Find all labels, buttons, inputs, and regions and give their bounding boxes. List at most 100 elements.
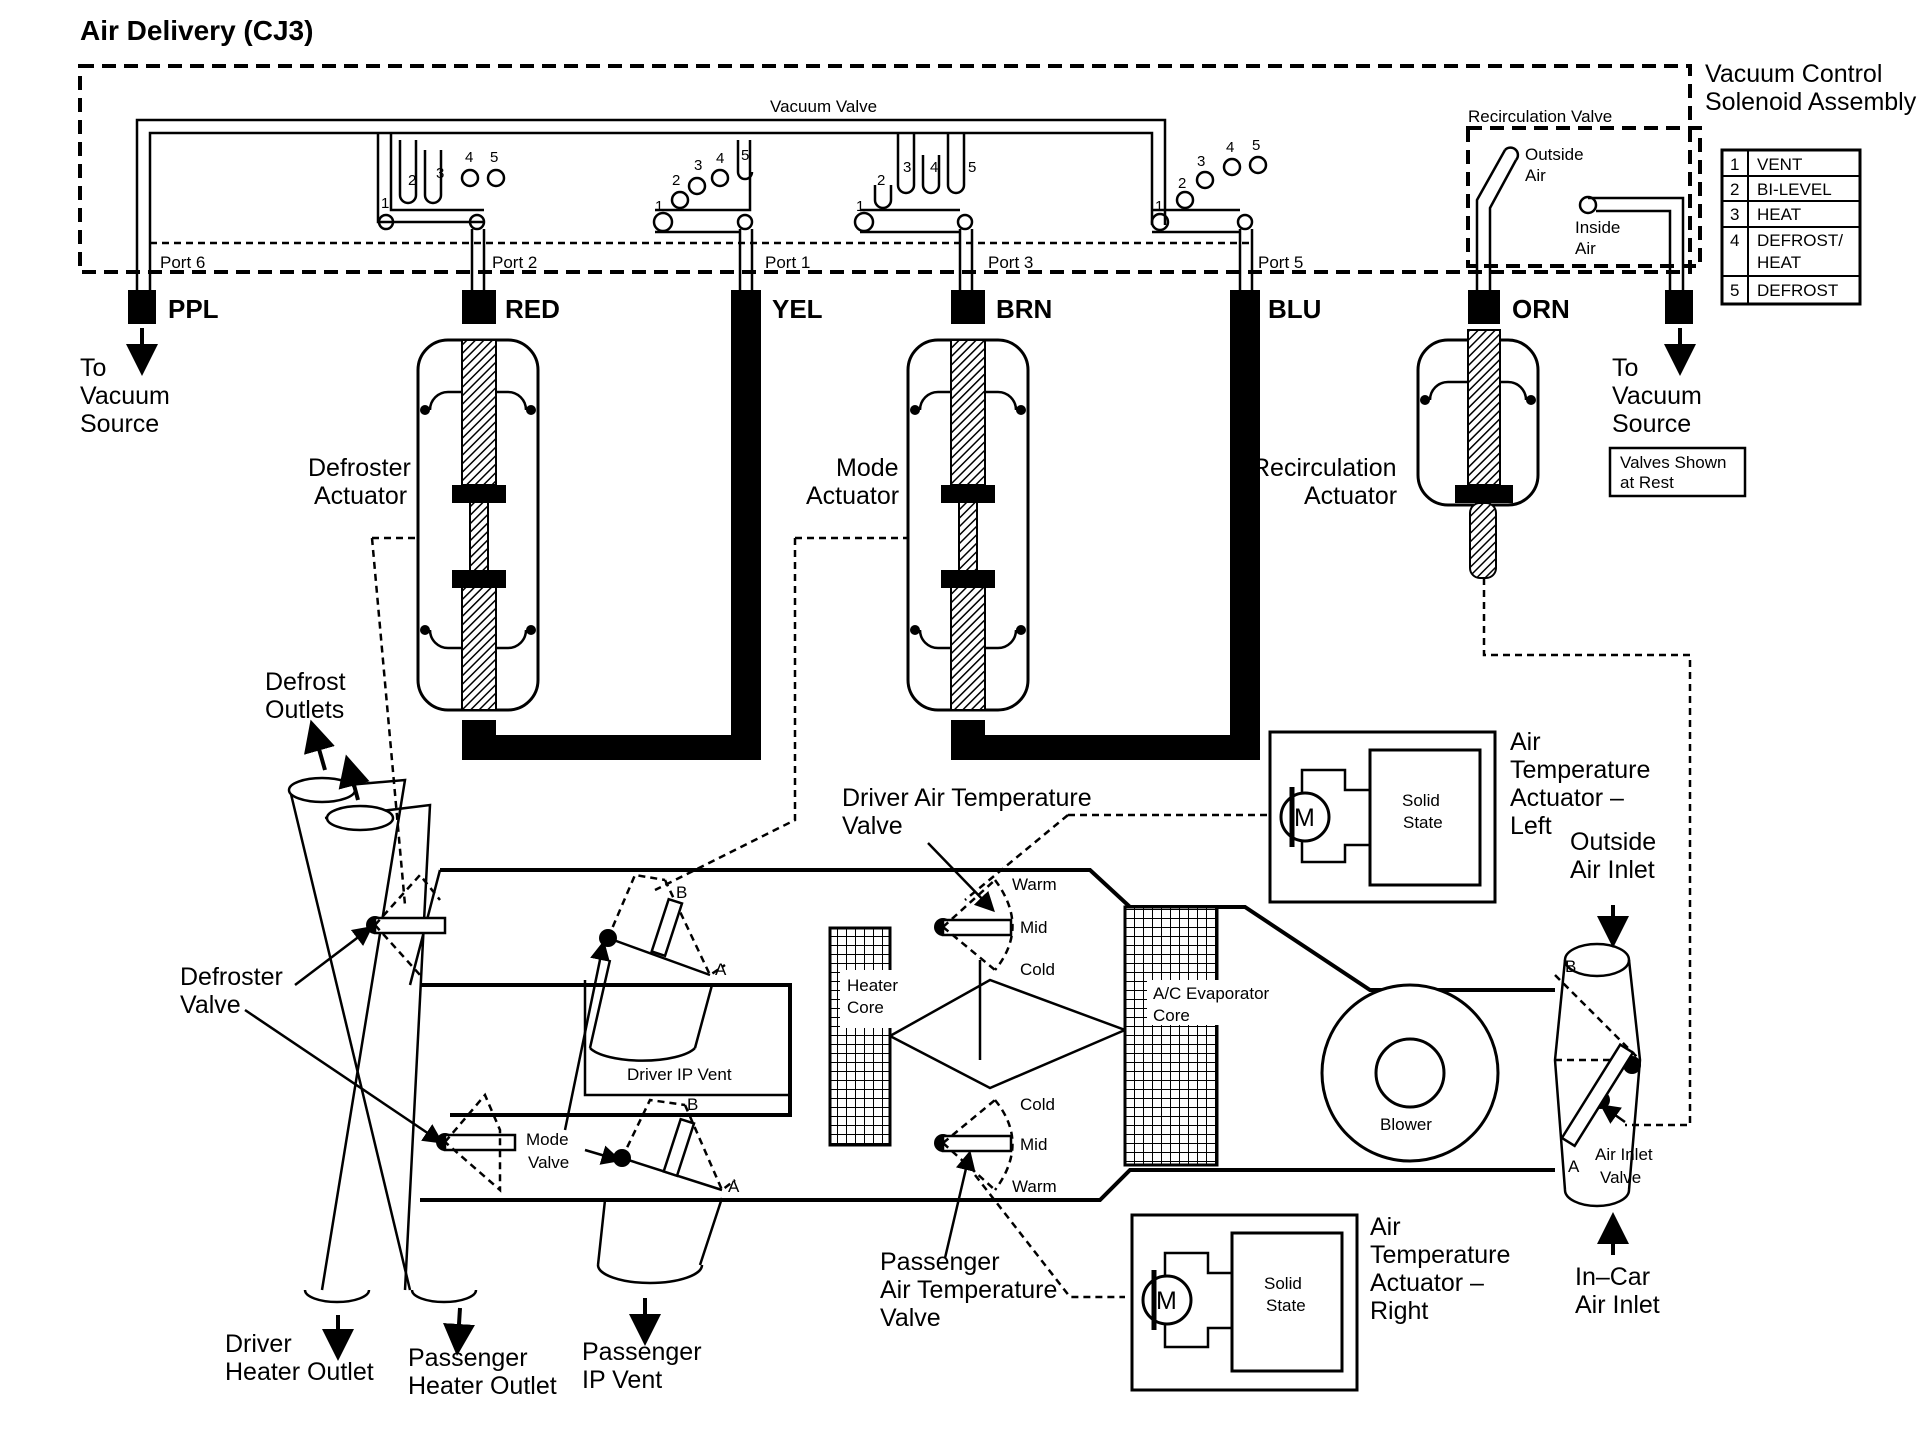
svg-text:Driver IP Vent: Driver IP Vent — [627, 1065, 732, 1084]
svg-text:Valves Shown: Valves Shown — [1620, 453, 1726, 472]
valve-group-red — [376, 132, 506, 290]
assembly-label-2: Solenoid Assembly — [1705, 88, 1917, 116]
svg-text:4: 4 — [1730, 231, 1739, 250]
svg-text:2: 2 — [672, 172, 680, 189]
valves-note: Valves Shown at Rest — [1608, 446, 1747, 498]
svg-text:Warm: Warm — [1012, 875, 1057, 894]
svg-text:4: 4 — [930, 159, 938, 176]
svg-text:A/C Evaporator: A/C Evaporator — [1153, 984, 1270, 1003]
valve-legend: 1 VENT 2 BI-LEVEL 3 HEAT 4 DEFROST/ HEAT… — [1720, 148, 1862, 306]
left-temp-linkage — [964, 813, 1272, 901]
svg-text:Defrost: Defrost — [265, 668, 346, 696]
port-label-6: Port 6 — [160, 253, 205, 272]
svg-text:Air: Air — [1525, 166, 1546, 185]
defroster-linkage — [370, 536, 418, 906]
svg-text:To: To — [1612, 354, 1638, 382]
svg-text:Cold: Cold — [1020, 1095, 1055, 1114]
blower: Blower — [1320, 983, 1500, 1163]
svg-text:3: 3 — [694, 157, 702, 174]
svg-text:4: 4 — [465, 149, 473, 166]
svg-text:Blower: Blower — [1380, 1115, 1432, 1134]
svg-text:Air Inlet: Air Inlet — [1595, 1145, 1653, 1164]
svg-text:Valve: Valve — [842, 812, 903, 840]
svg-text:2: 2 — [877, 172, 885, 189]
svg-text:1: 1 — [655, 198, 663, 215]
svg-text:Right: Right — [1370, 1297, 1428, 1325]
recirc-valve-label: Recirculation Valve — [1468, 107, 1612, 126]
svg-text:1: 1 — [1155, 198, 1163, 215]
svg-text:Actuator –: Actuator – — [1510, 784, 1624, 812]
recirc-linkage — [1482, 578, 1692, 1127]
svg-text:VENT: VENT — [1757, 155, 1802, 174]
svg-text:DEFROST/: DEFROST/ — [1757, 231, 1843, 250]
svg-text:HEAT: HEAT — [1757, 205, 1801, 224]
svg-text:IP Vent: IP Vent — [582, 1366, 662, 1394]
svg-text:Source: Source — [1612, 410, 1691, 438]
defrost-ducts: Defrost Outlets — [265, 668, 478, 1304]
svg-text:1: 1 — [381, 195, 389, 212]
svg-text:Source: Source — [80, 410, 159, 438]
svg-text:Left: Left — [1510, 812, 1552, 840]
svg-text:Heater: Heater — [847, 976, 898, 995]
svg-text:B: B — [687, 1095, 698, 1114]
svg-text:Air: Air — [1510, 728, 1541, 756]
svg-text:at Rest: at Rest — [1620, 473, 1674, 492]
mode-actuator: Mode Actuator — [806, 338, 1030, 760]
svg-text:5: 5 — [1730, 281, 1739, 300]
svg-text:Heater Outlet: Heater Outlet — [408, 1372, 557, 1400]
passenger-air-temp-valve: Cold Mid Warm Passenger Air Temperature … — [880, 1095, 1057, 1332]
svg-text:Valve: Valve — [880, 1304, 941, 1332]
svg-text:Cold: Cold — [1020, 960, 1055, 979]
svg-text:A: A — [715, 960, 727, 979]
vacuum-source-right: To Vacuum Source — [1612, 328, 1702, 438]
svg-text:Inside: Inside — [1575, 218, 1620, 237]
mode-linkage — [654, 536, 908, 892]
motor-right: M — [1156, 1287, 1177, 1315]
svg-text:DEFROST: DEFROST — [1757, 281, 1838, 300]
svg-text:Passenger: Passenger — [408, 1344, 528, 1372]
wire-brn: BRN — [996, 294, 1052, 324]
svg-text:5: 5 — [968, 159, 976, 176]
svg-text:State: State — [1266, 1296, 1306, 1315]
svg-text:Driver: Driver — [225, 1330, 292, 1358]
svg-text:State: State — [1403, 813, 1443, 832]
solenoid-assembly: Vacuum Control Solenoid Assembly Vacuum … — [78, 60, 1917, 290]
svg-text:Warm: Warm — [1012, 1177, 1057, 1196]
driver-air-temp-valve: Warm Mid Cold Driver Air Temperature Val… — [842, 784, 1092, 979]
outlet-labels: Driver Heater Outlet Passenger Heater Ou… — [225, 1298, 702, 1400]
svg-text:Passenger: Passenger — [880, 1248, 1000, 1276]
svg-text:Air: Air — [1575, 239, 1596, 258]
valve-group-brn — [853, 132, 974, 290]
svg-text:3: 3 — [1730, 205, 1739, 224]
svg-text:5: 5 — [1252, 137, 1260, 154]
svg-text:Valve: Valve — [180, 991, 241, 1019]
svg-text:Defroster: Defroster — [308, 454, 411, 482]
motor-left: M — [1294, 804, 1315, 832]
wire-red: RED — [505, 294, 560, 324]
svg-text:Core: Core — [1153, 1006, 1190, 1025]
svg-text:B: B — [676, 883, 687, 902]
vacuum-valve-label: Vacuum Valve — [770, 97, 877, 116]
svg-text:4: 4 — [716, 150, 724, 167]
svg-text:Outside: Outside — [1525, 145, 1584, 164]
svg-text:5: 5 — [490, 149, 498, 166]
hose-yel — [462, 324, 761, 760]
svg-text:2: 2 — [1178, 175, 1186, 192]
valve-group-blu — [1150, 155, 1268, 290]
svg-text:To: To — [80, 354, 106, 382]
svg-text:Valve: Valve — [528, 1153, 569, 1172]
svg-text:1: 1 — [856, 198, 864, 215]
svg-text:Actuator: Actuator — [806, 482, 899, 510]
svg-text:Core: Core — [847, 998, 884, 1017]
svg-text:Air Temperature: Air Temperature — [880, 1276, 1057, 1304]
svg-text:Passenger: Passenger — [582, 1338, 702, 1366]
svg-text:2: 2 — [1730, 180, 1739, 199]
air-inlet: B A Air Inlet Valve Outside Air Inlet In… — [1553, 828, 1660, 1319]
svg-text:Mode: Mode — [836, 454, 899, 482]
svg-text:HEAT: HEAT — [1757, 253, 1801, 272]
diagram-title: Air Delivery (CJ3) — [80, 15, 313, 46]
wire-yel: YEL — [772, 294, 823, 324]
svg-text:In–Car: In–Car — [1575, 1263, 1650, 1291]
recirc-actuator: Recirculation Actuator — [1252, 329, 1540, 579]
